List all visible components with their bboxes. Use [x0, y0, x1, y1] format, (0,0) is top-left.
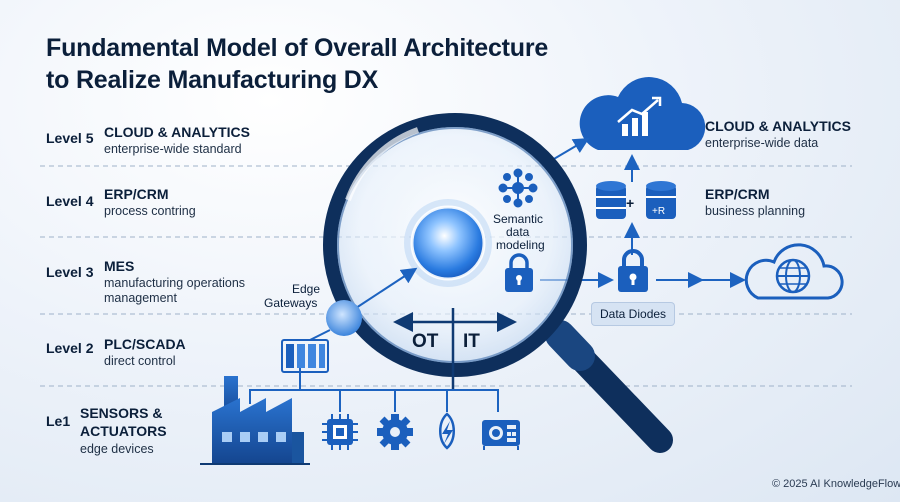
level-4-label: Level 4	[46, 193, 94, 209]
page-title-line1: Fundamental Model of Overall Architectur…	[46, 34, 549, 62]
level-5-name: CLOUD & ANALYTICS	[104, 124, 250, 140]
level-1-name: SENSORS &	[80, 405, 163, 421]
level-1-label: Le1	[46, 413, 71, 429]
ot-it-arrows	[393, 308, 517, 390]
ot-label: OT	[412, 331, 439, 352]
it-label: IT	[463, 331, 480, 352]
device-icon	[482, 420, 520, 450]
plc-rack-icon	[281, 339, 329, 373]
factory-icon	[200, 376, 310, 465]
right-erp-name: ERP/CRM	[705, 186, 770, 202]
lock-icon	[618, 249, 648, 292]
edge-label-1: Edge	[292, 282, 321, 296]
plus-sign: +	[626, 195, 635, 211]
edge-label-2: Gateways	[264, 296, 318, 310]
level-3-desc: manufacturing operations	[104, 276, 246, 290]
central-orb	[404, 199, 492, 287]
level-2-desc: direct control	[104, 354, 176, 368]
edge-gateway-node	[326, 300, 362, 336]
level-5-desc: enterprise-wide standard	[104, 142, 242, 156]
database-r-icon: +R	[646, 181, 676, 219]
magnifier-handle	[545, 320, 673, 453]
chip-icon	[322, 414, 358, 450]
level-1-name-2: ACTUATORS	[80, 423, 167, 439]
level-2-label: Level 2	[46, 340, 94, 356]
cloud-analytics-icon	[579, 77, 706, 150]
arrow-edge-to-orb	[355, 267, 418, 309]
right-cloud-desc: enterprise-wide data	[705, 136, 819, 150]
semantic-label-3: modeling	[496, 238, 545, 252]
level-5-label: Level 5	[46, 130, 94, 146]
level-3-label: Level 3	[46, 264, 94, 280]
right-cloud-name: CLOUD & ANALYTICS	[705, 118, 851, 134]
globe-cloud-icon	[744, 243, 844, 300]
semantic-label-2: data	[506, 225, 530, 239]
level-4-name: ERP/CRM	[104, 186, 169, 202]
network-node-icon	[498, 168, 538, 208]
copyright: © 2025 AI KnowledgeFlow	[772, 478, 900, 490]
level-3-desc-2: management	[104, 291, 177, 305]
lock-icon	[505, 253, 533, 292]
page-title-line2: to Realize Manufacturing DX	[46, 66, 379, 94]
level-3-name: MES	[104, 258, 135, 274]
level-2-name: PLC/SCADA	[104, 336, 186, 352]
power-icon	[439, 412, 455, 450]
database-icon	[596, 181, 626, 219]
data-diodes-badge: Data Diodes	[592, 303, 675, 325]
level-4-desc: process contring	[104, 204, 196, 218]
right-erp-desc: business planning	[705, 204, 806, 218]
gear-icon	[377, 414, 413, 450]
svg-text:+R: +R	[652, 206, 665, 217]
semantic-label-1: Semantic	[493, 212, 544, 226]
level-1-desc: edge devices	[80, 442, 154, 456]
